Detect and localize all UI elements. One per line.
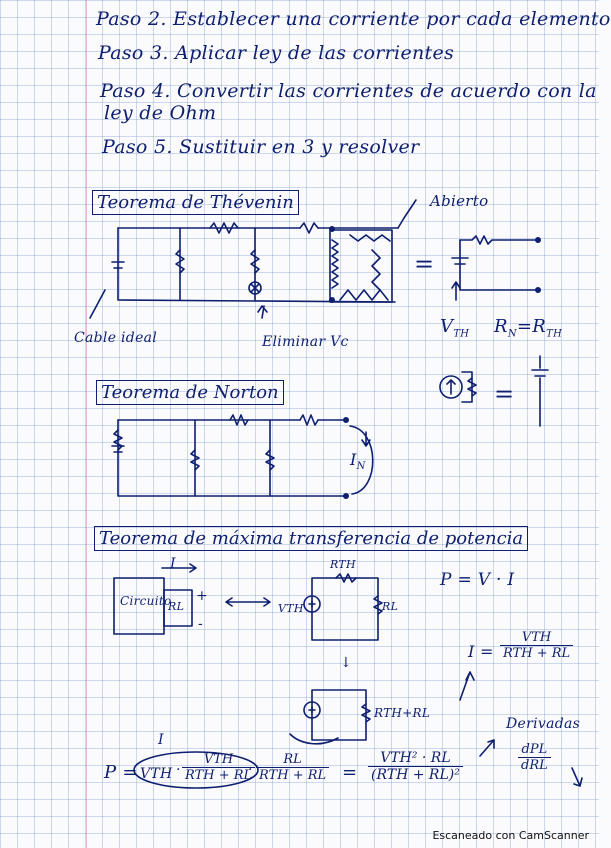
rth-plus-rl-label: RTH+RL bbox=[374, 706, 431, 720]
circuito-label: Circuito bbox=[120, 594, 172, 608]
frac4-denominator: (RTH + RL)² bbox=[368, 766, 463, 783]
max-power-heading: Teorema de máxima transferencia de poten… bbox=[94, 526, 529, 551]
rl-over-sum-fraction: RL RTH + RL bbox=[256, 752, 330, 783]
max-power-equivalent bbox=[289, 573, 475, 745]
vth-over-sum-fraction: VTH RTH + RL bbox=[182, 752, 256, 783]
step-5-text: Paso 5. Sustituir en 3 y resolver bbox=[102, 136, 420, 158]
norton-equivalent bbox=[439, 355, 549, 427]
rl-label-2: RL bbox=[382, 600, 399, 613]
current-marker: I bbox=[158, 732, 164, 748]
power-formula: P = V · I bbox=[440, 570, 515, 590]
derivative-numerator: dPL bbox=[521, 742, 548, 757]
rl-label-1: RL bbox=[168, 600, 185, 613]
in-label: IN bbox=[350, 450, 366, 473]
current-fraction-numerator: VTH bbox=[521, 630, 552, 645]
rn-equals-rth: RN=RTH bbox=[494, 316, 563, 340]
step-3-text: Paso 3. Aplicar ley de las corrientes bbox=[98, 42, 455, 64]
abierto-label: Abierto bbox=[430, 192, 489, 210]
vth-label: VTH bbox=[440, 316, 470, 340]
norton-heading: Teorema de Norton bbox=[96, 380, 284, 405]
norton-equals: = bbox=[494, 380, 515, 408]
thevenin-circuit bbox=[89, 199, 417, 319]
power-lhs: P = bbox=[104, 762, 138, 783]
derivative-denominator: dRL bbox=[518, 757, 551, 773]
thevenin-heading: Teorema de Thévenin bbox=[92, 190, 299, 215]
current-fraction: VTH RTH + RL bbox=[500, 630, 574, 661]
derivadas-label: Derivadas bbox=[506, 716, 581, 732]
frac2-numerator: VTH bbox=[203, 752, 234, 767]
equation-annotations bbox=[133, 739, 583, 789]
final-power-fraction: VTH² · RL (RTH + RL)² bbox=[368, 750, 463, 783]
cable-ideal-label: Cable ideal bbox=[74, 330, 158, 346]
equals-sign: = bbox=[342, 762, 358, 783]
norton-circuit bbox=[111, 414, 374, 499]
multiply-dot: · bbox=[176, 762, 181, 778]
current-fraction-denominator: RTH + RL bbox=[500, 645, 574, 661]
derivative-fraction: dPL dRL bbox=[518, 742, 551, 773]
vth-factor: VTH bbox=[140, 766, 173, 782]
frac3-numerator: RL bbox=[283, 752, 302, 767]
circuit-box bbox=[113, 563, 271, 635]
minus-sign: - bbox=[198, 616, 204, 632]
frac4-numerator: VTH² · RL bbox=[380, 750, 451, 766]
margin-line bbox=[86, 0, 87, 848]
rth-label: RTH bbox=[330, 558, 356, 571]
down-arrow: ↓ bbox=[340, 655, 353, 671]
eliminar-vc-label: Eliminar Vc bbox=[262, 334, 349, 350]
step-4-text: Paso 4. Convertir las corrientes de acue… bbox=[100, 80, 597, 102]
current-i-label: I bbox=[170, 556, 176, 572]
plus-sign: + bbox=[196, 588, 209, 604]
vth-source-label: VTH bbox=[278, 602, 304, 615]
frac2-denominator: RTH + RL bbox=[182, 767, 256, 783]
thevenin-equals: = bbox=[414, 250, 435, 278]
scanner-footer: Escaneado con CamScanner bbox=[432, 829, 589, 842]
current-equation-label: I = bbox=[468, 642, 494, 661]
step-2-text: Paso 2. Establecer una corriente por cad… bbox=[96, 8, 611, 30]
frac3-denominator: RTH + RL bbox=[256, 767, 330, 783]
multiply-dot-2: · bbox=[248, 762, 253, 778]
step-4-continuation: ley de Ohm bbox=[104, 102, 217, 124]
thevenin-equivalent bbox=[451, 235, 541, 301]
